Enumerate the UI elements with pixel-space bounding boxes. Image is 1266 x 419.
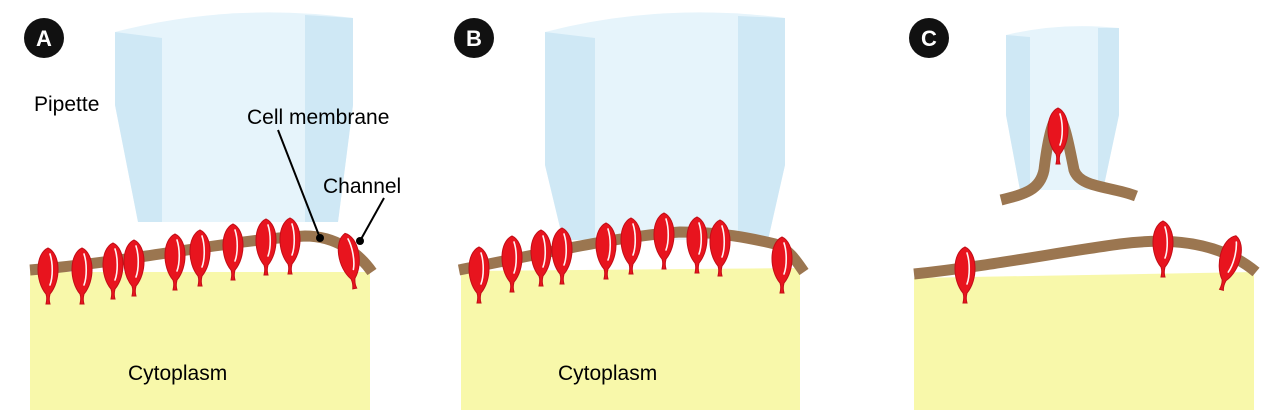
leader-lines-a xyxy=(277,129,385,245)
panel-a: A Pipette Cell membrane Channel Cytoplas… xyxy=(24,12,401,410)
cytoplasm-label-a: Cytoplasm xyxy=(128,362,227,385)
channel-icon xyxy=(255,218,277,276)
pipette-b xyxy=(545,12,785,240)
cytoplasm-label-b: Cytoplasm xyxy=(558,362,657,385)
cytoplasm-b xyxy=(461,268,800,410)
cytoplasm-a xyxy=(30,272,370,410)
channel-icon xyxy=(279,217,301,275)
pipette-c xyxy=(1006,26,1119,191)
channel-icon xyxy=(1152,220,1174,278)
channel-icon xyxy=(620,217,642,275)
badge-c: C xyxy=(909,18,949,58)
channel-icon xyxy=(653,212,675,270)
badge-b-label: B xyxy=(466,26,482,51)
badge-c-label: C xyxy=(921,26,937,51)
membrane-c xyxy=(913,235,1260,280)
cell-membrane-label: Cell membrane xyxy=(247,106,389,129)
channel-icon xyxy=(686,216,708,274)
badge-b: B xyxy=(454,18,494,58)
cytoplasm-c xyxy=(914,272,1254,410)
badge-a-label: A xyxy=(36,26,52,51)
channel-label: Channel xyxy=(323,175,401,198)
channel-icon xyxy=(709,219,731,277)
panel-c: C xyxy=(909,18,1260,410)
panel-b: B Cytoplasm xyxy=(454,12,809,410)
pipette-label: Pipette xyxy=(34,93,99,116)
badge-a: A xyxy=(24,18,64,58)
channel-icon xyxy=(222,223,244,281)
